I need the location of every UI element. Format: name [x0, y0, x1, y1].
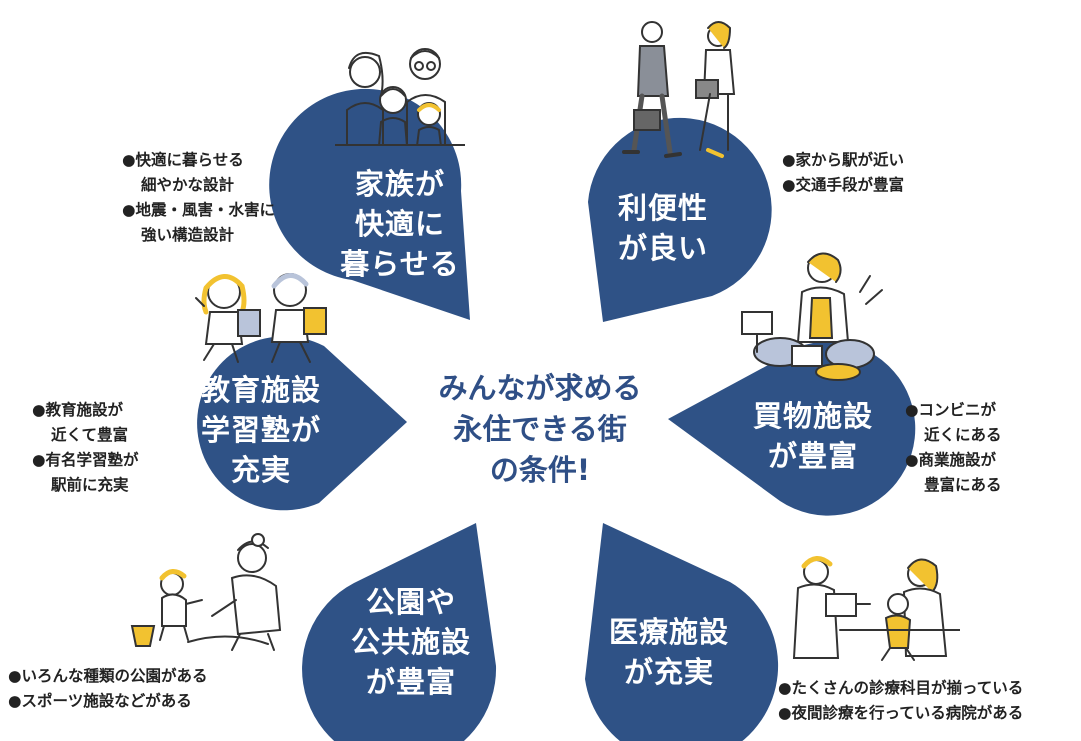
petal-shopping — [668, 341, 916, 516]
sandbox-play-illustration — [130, 533, 282, 651]
note-line: ●地震・風害・水害に — [122, 201, 276, 219]
park-label-line: 公園や — [365, 585, 456, 619]
note-line: ●有名学習塾が — [32, 451, 139, 469]
shopping-label: 買物施設 が豊富 — [738, 396, 888, 476]
family-label-line: 快適に — [354, 207, 445, 241]
doctor-patient-illustration — [792, 556, 960, 661]
note-line: ●交通手段が豊富 — [782, 176, 905, 194]
note-line: ●夜間診療を行っている病院がある — [778, 704, 1024, 722]
note-line: ●商業施設が — [905, 451, 997, 469]
convenience-label: 利便性 が良い — [598, 188, 728, 268]
note-line: ●快適に暮らせる — [122, 151, 244, 169]
family-label-line: 家族が — [354, 167, 445, 201]
note-line: 強い構造設計 — [141, 226, 235, 244]
petal-convenience — [588, 117, 772, 322]
note-line: 駅前に充実 — [51, 476, 129, 494]
note-line: 近くにある — [924, 426, 1002, 444]
center-title-line: 永住できる街 — [453, 412, 627, 446]
family-label: 家族が 快適に 暮らせる — [330, 164, 470, 284]
note-line: 近くて豊富 — [51, 426, 129, 444]
shopping-label-line: が豊富 — [767, 439, 858, 473]
schoolchildren-illustration — [195, 273, 327, 363]
center-title-line: みんなが求める — [438, 371, 642, 405]
medical-notes: ●たくさんの診療科目が揃っている ●夜間診療を行っている病院がある — [778, 676, 1023, 726]
petal-family — [269, 88, 470, 321]
family-label-line: 暮らせる — [340, 247, 460, 281]
center-title: みんなが求める 永住できる街 の条件! — [400, 368, 680, 491]
park-label-line: 公共施設 — [350, 625, 471, 659]
medical-label: 医療施設 が充実 — [594, 612, 744, 692]
family-notes: ●快適に暮らせる 細やかな設計 ●地震・風害・水害に 強い構造設計 — [122, 148, 275, 248]
education-label: 教育施設 学習塾が 充実 — [186, 370, 336, 490]
education-label-line: 学習塾が — [200, 413, 321, 447]
park-label-line: が豊富 — [365, 665, 456, 699]
convenience-label-line: が良い — [617, 231, 708, 265]
shopping-notes: ●コンビニが 近くにある ●商業施設が 豊富にある — [905, 398, 1002, 498]
note-line: 豊富にある — [924, 476, 1002, 494]
note-line: ●コンビニが — [905, 401, 997, 419]
note-line: 細やかな設計 — [141, 176, 235, 194]
center-title-line: の条件! — [489, 453, 591, 487]
petal-medical — [585, 523, 779, 741]
education-label-line: 教育施設 — [200, 373, 321, 407]
petal-education — [197, 336, 407, 511]
convenience-notes: ●家から駅が近い ●交通手段が豊富 — [782, 148, 904, 198]
petal-park — [302, 523, 497, 741]
shop-clerk-illustration — [741, 252, 883, 381]
note-line: ●いろんな種類の公園がある — [8, 667, 208, 685]
education-label-line: 充実 — [230, 453, 291, 487]
commuters-illustration — [622, 21, 736, 158]
park-label: 公園や 公共施設 が豊富 — [336, 582, 486, 702]
convenience-label-line: 利便性 — [617, 191, 708, 225]
note-line: ●たくさんの診療科目が揃っている — [778, 679, 1024, 697]
education-notes: ●教育施設が 近くて豊富 ●有名学習塾が 駅前に充実 — [32, 398, 139, 498]
shopping-label-line: 買物施設 — [752, 399, 873, 433]
note-line: ●家から駅が近い — [782, 151, 905, 169]
park-notes: ●いろんな種類の公園がある ●スポーツ施設などがある — [8, 664, 208, 714]
family-illustration — [335, 48, 465, 146]
note-line: ●スポーツ施設などがある — [8, 692, 192, 710]
medical-label-line: が充実 — [623, 655, 714, 689]
note-line: ●教育施設が — [32, 401, 124, 419]
medical-label-line: 医療施設 — [608, 615, 729, 649]
